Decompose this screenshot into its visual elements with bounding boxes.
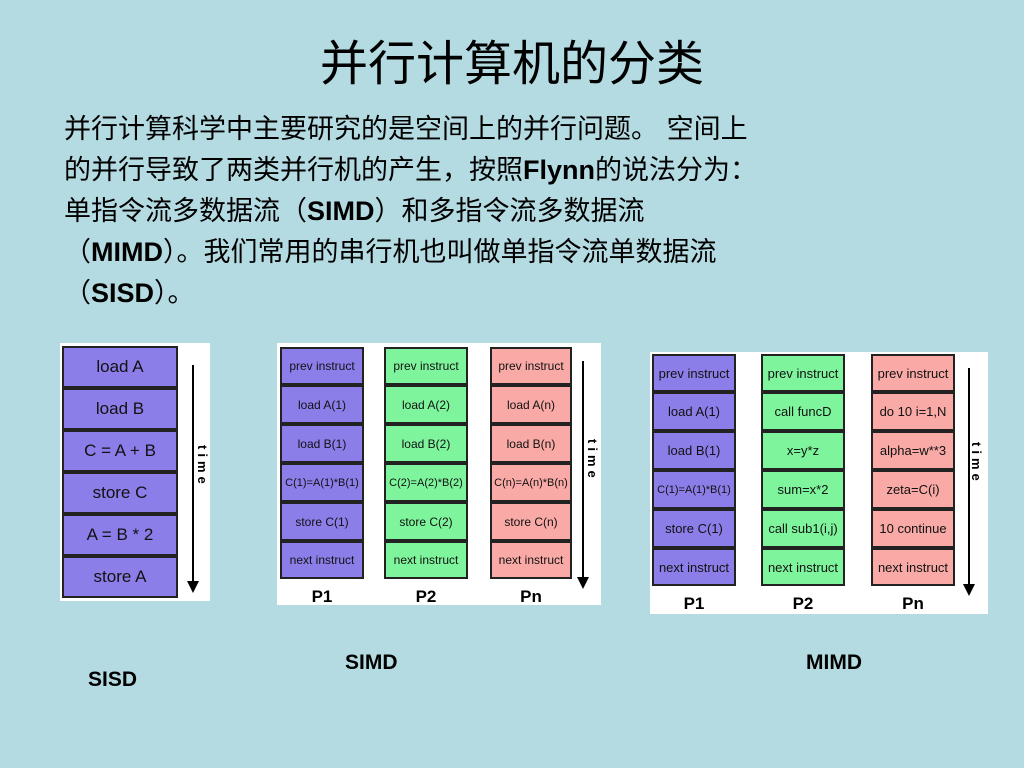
sisd-cell: A = B * 2 [62,514,178,556]
simd-cell: load A(1) [280,385,364,424]
simd-cell: C(2)=A(2)*B(2) [384,463,468,502]
arrow-down-icon [963,584,975,596]
mimd-caption: MIMD [806,651,862,674]
simd-cell: next instruct [280,541,364,579]
simd-cell: C(1)=A(1)*B(1) [280,463,364,502]
mimd-column-p1: prev instruct load A(1) load B(1) C(1)=A… [652,354,736,613]
mimd-cell: next instruct [652,548,736,586]
mimd-time-arrow [963,368,975,596]
mimd-cell: load B(1) [652,431,736,470]
mimd-processor-label: P1 [683,594,705,613]
simd-column-p1: prev instruct load A(1) load B(1) C(1)=A… [280,347,364,606]
sisd-cell: load A [62,346,178,388]
simd-cell: load A(n) [490,385,572,424]
page-title: 并行计算机的分类 [319,36,704,92]
sisd-column: load A load B C = A + B store C A = B * … [62,346,178,598]
mimd-cell: alpha=w**3 [871,431,955,470]
sisd-cell: store C [62,472,178,514]
mimd-cell: prev instruct [652,354,736,392]
simd-cell: store C(1) [280,502,364,541]
mimd-cell: x=y*z [761,431,845,470]
mimd-cell: do 10 i=1,N [871,392,955,431]
mimd-column-pn: prev instruct do 10 i=1,N alpha=w**3 zet… [871,354,955,613]
mimd-column-p2: prev instruct call funcD x=y*z sum=x*2 c… [761,354,845,613]
simd-processor-label: P1 [311,587,333,606]
mimd-cell: C(1)=A(1)*B(1) [652,470,736,509]
mimd-cell: zeta=C(i) [871,470,955,509]
para-line-5: （SISD）。 [64,278,195,309]
simd-cell: load B(1) [280,424,364,463]
mimd-processor-label: Pn [902,594,924,613]
simd-cell: load B(n) [490,424,572,463]
mimd-diagram: prev instruct load A(1) load B(1) C(1)=A… [650,352,988,614]
para-line-4: （MIMD）。我们常用的串行机也叫做单指令流单数据流 [64,237,717,268]
simd-caption: SIMD [345,651,398,674]
simd-cell: store C(n) [490,502,572,541]
arrow-down-icon [187,581,199,593]
simd-cell: store C(2) [384,502,468,541]
simd-cell: next instruct [490,541,572,579]
simd-cell: next instruct [384,541,468,579]
sisd-time-label: time [195,445,210,488]
mimd-cell: sum=x*2 [761,470,845,509]
mimd-processor-label: P2 [792,594,814,613]
mimd-cell: load A(1) [652,392,736,431]
arrow-down-icon [577,577,589,589]
simd-column-pn: prev instruct load A(n) load B(n) C(n)=A… [490,347,572,606]
simd-column-p2: prev instruct load A(2) load B(2) C(2)=A… [384,347,468,606]
simd-time-label: time [585,439,600,482]
para-line-1: 并行计算科学中主要研究的是空间上的并行问题。 空间上 [64,114,748,145]
simd-processor-label: P2 [415,587,437,606]
para-line-3: 单指令流多数据流（SIMD）和多指令流多数据流 [64,196,645,227]
mimd-cell: next instruct [871,548,955,586]
simd-cell: prev instruct [384,347,468,385]
mimd-cell: call funcD [761,392,845,431]
simd-cell: load B(2) [384,424,468,463]
mimd-cell: next instruct [761,548,845,586]
simd-cell: prev instruct [280,347,364,385]
sisd-cell: load B [62,388,178,430]
mimd-time-label: time [969,442,984,485]
simd-cell: prev instruct [490,347,572,385]
simd-time-arrow [577,361,589,589]
mimd-cell: store C(1) [652,509,736,548]
mimd-cell: prev instruct [761,354,845,392]
simd-processor-label: Pn [520,587,542,606]
sisd-cell: store A [62,556,178,598]
para-line-2: 的并行导致了两类并行机的产生，按照Flynn的说法分为： [64,155,757,186]
mimd-cell: prev instruct [871,354,955,392]
sisd-caption: SISD [88,668,138,691]
sisd-diagram: load A load B C = A + B store C A = B * … [60,343,210,601]
mimd-cell: 10 continue [871,509,955,548]
mimd-cell: call sub1(i,j) [761,509,845,548]
simd-cell: load A(2) [384,385,468,424]
simd-cell: C(n)=A(n)*B(n) [490,463,572,502]
sisd-time-arrow [187,365,199,593]
sisd-cell: C = A + B [62,430,178,472]
simd-diagram: prev instruct load A(1) load B(1) C(1)=A… [277,343,601,606]
intro-paragraph: 并行计算科学中主要研究的是空间上的并行问题。 空间上 的并行导致了两类并行机的产… [64,110,944,314]
